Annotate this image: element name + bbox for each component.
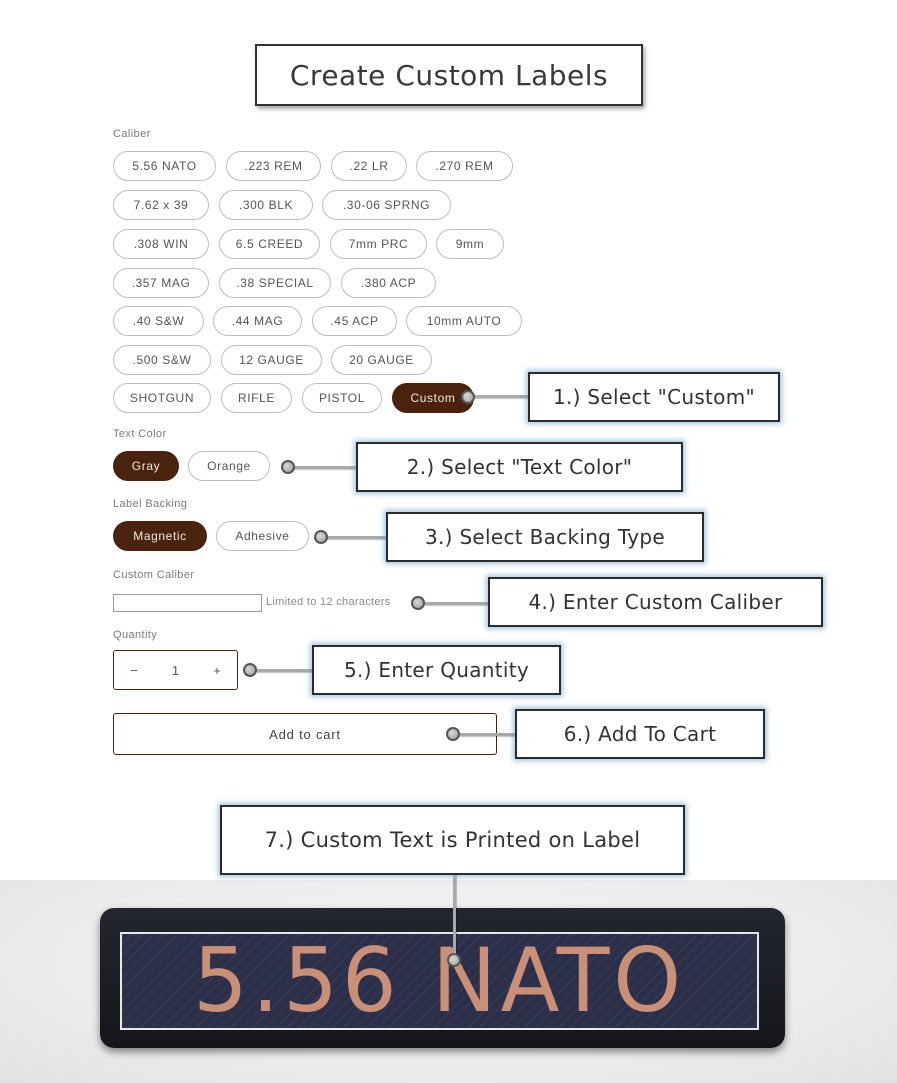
callout-step-2: 2.) Select "Text Color" bbox=[356, 442, 683, 492]
callout-5-pointer-icon bbox=[243, 663, 257, 677]
caliber-option-380-acp[interactable]: .380 ACP bbox=[341, 268, 436, 298]
text-color-gray[interactable]: Gray bbox=[113, 451, 179, 481]
caliber-option-custom[interactable]: Custom bbox=[392, 383, 474, 413]
caliber-option-44-mag[interactable]: .44 MAG bbox=[213, 306, 302, 336]
caliber-option-357-mag[interactable]: .357 MAG bbox=[113, 268, 209, 298]
quantity-value[interactable]: 1 bbox=[171, 662, 180, 678]
callout-7-pointer-icon bbox=[447, 953, 461, 967]
caliber-option-45-acp[interactable]: .45 ACP bbox=[312, 306, 397, 336]
callout-2-pointer-icon bbox=[281, 460, 295, 474]
callout-6-connector bbox=[453, 733, 516, 736]
caliber-option-rifle[interactable]: RIFLE bbox=[221, 383, 292, 413]
caliber-option-10mm-auto[interactable]: 10mm AUTO bbox=[406, 306, 522, 336]
caliber-option-9mm[interactable]: 9mm bbox=[436, 229, 504, 259]
caliber-option-20-gauge[interactable]: 20 GAUGE bbox=[331, 345, 432, 375]
quantity-increase-button[interactable]: + bbox=[213, 662, 221, 678]
caliber-option-300-blk[interactable]: .300 BLK bbox=[219, 190, 313, 220]
callout-step-7: 7.) Custom Text is Printed on Label bbox=[220, 805, 685, 875]
backing-adhesive[interactable]: Adhesive bbox=[216, 521, 309, 551]
label-print-area: 5.56 NATO bbox=[120, 932, 759, 1030]
caliber-option-38-special[interactable]: .38 SPECIAL bbox=[219, 268, 331, 298]
caliber-option-6-5-creed[interactable]: 6.5 CREED bbox=[219, 229, 320, 259]
callout-4-connector bbox=[419, 602, 489, 605]
custom-caliber-input[interactable] bbox=[113, 594, 262, 612]
caliber-option-308-win[interactable]: .308 WIN bbox=[113, 229, 209, 259]
text-color-label: Text Color bbox=[113, 428, 167, 440]
callout-7-connector bbox=[453, 875, 456, 957]
add-to-cart-button[interactable]: Add to cart bbox=[113, 713, 497, 755]
backing-magnetic[interactable]: Magnetic bbox=[113, 521, 207, 551]
callout-2-connector bbox=[289, 466, 357, 469]
callout-1-pointer-icon bbox=[461, 390, 475, 404]
custom-caliber-label: Custom Caliber bbox=[113, 569, 195, 581]
callout-1-connector bbox=[468, 395, 530, 398]
text-color-orange[interactable]: Orange bbox=[188, 451, 270, 481]
caliber-option-pistol[interactable]: PISTOL bbox=[302, 383, 382, 413]
custom-caliber-hint: Limited to 12 characters bbox=[266, 596, 391, 608]
caliber-option-7-62x39[interactable]: 7.62 x 39 bbox=[113, 190, 209, 220]
callout-3-connector bbox=[322, 536, 387, 539]
callout-step-5: 5.) Enter Quantity bbox=[312, 645, 561, 695]
caliber-option-12-gauge[interactable]: 12 GAUGE bbox=[221, 345, 322, 375]
label-printed-text: 5.56 NATO bbox=[193, 932, 686, 1030]
quantity-decrease-button[interactable]: − bbox=[130, 662, 138, 678]
caliber-option-shotgun[interactable]: SHOTGUN bbox=[113, 383, 211, 413]
page-title: Create Custom Labels bbox=[255, 44, 643, 106]
caliber-option-5-56-nato[interactable]: 5.56 NATO bbox=[113, 151, 216, 181]
caliber-option-223-rem[interactable]: .223 REM bbox=[226, 151, 321, 181]
callout-step-1: 1.) Select "Custom" bbox=[528, 372, 780, 422]
callout-3-pointer-icon bbox=[314, 530, 328, 544]
caliber-label: Caliber bbox=[113, 128, 151, 140]
quantity-stepper: − 1 + bbox=[113, 650, 238, 690]
caliber-option-22-lr[interactable]: .22 LR bbox=[331, 151, 407, 181]
caliber-option-30-06-sprng[interactable]: .30-06 SPRNG bbox=[322, 190, 451, 220]
callout-step-4: 4.) Enter Custom Caliber bbox=[488, 577, 823, 627]
caliber-option-270-rem[interactable]: .270 REM bbox=[416, 151, 513, 181]
label-backing-label: Label Backing bbox=[113, 498, 188, 510]
callout-4-pointer-icon bbox=[411, 596, 425, 610]
callout-step-3: 3.) Select Backing Type bbox=[386, 512, 704, 562]
caliber-option-7mm-prc[interactable]: 7mm PRC bbox=[330, 229, 427, 259]
callout-5-connector bbox=[250, 669, 313, 672]
caliber-option-40-sw[interactable]: .40 S&W bbox=[113, 306, 204, 336]
caliber-option-500-sw[interactable]: .500 S&W bbox=[113, 345, 211, 375]
callout-6-pointer-icon bbox=[446, 727, 460, 741]
callout-step-6: 6.) Add To Cart bbox=[515, 709, 765, 759]
quantity-label: Quantity bbox=[113, 629, 158, 641]
